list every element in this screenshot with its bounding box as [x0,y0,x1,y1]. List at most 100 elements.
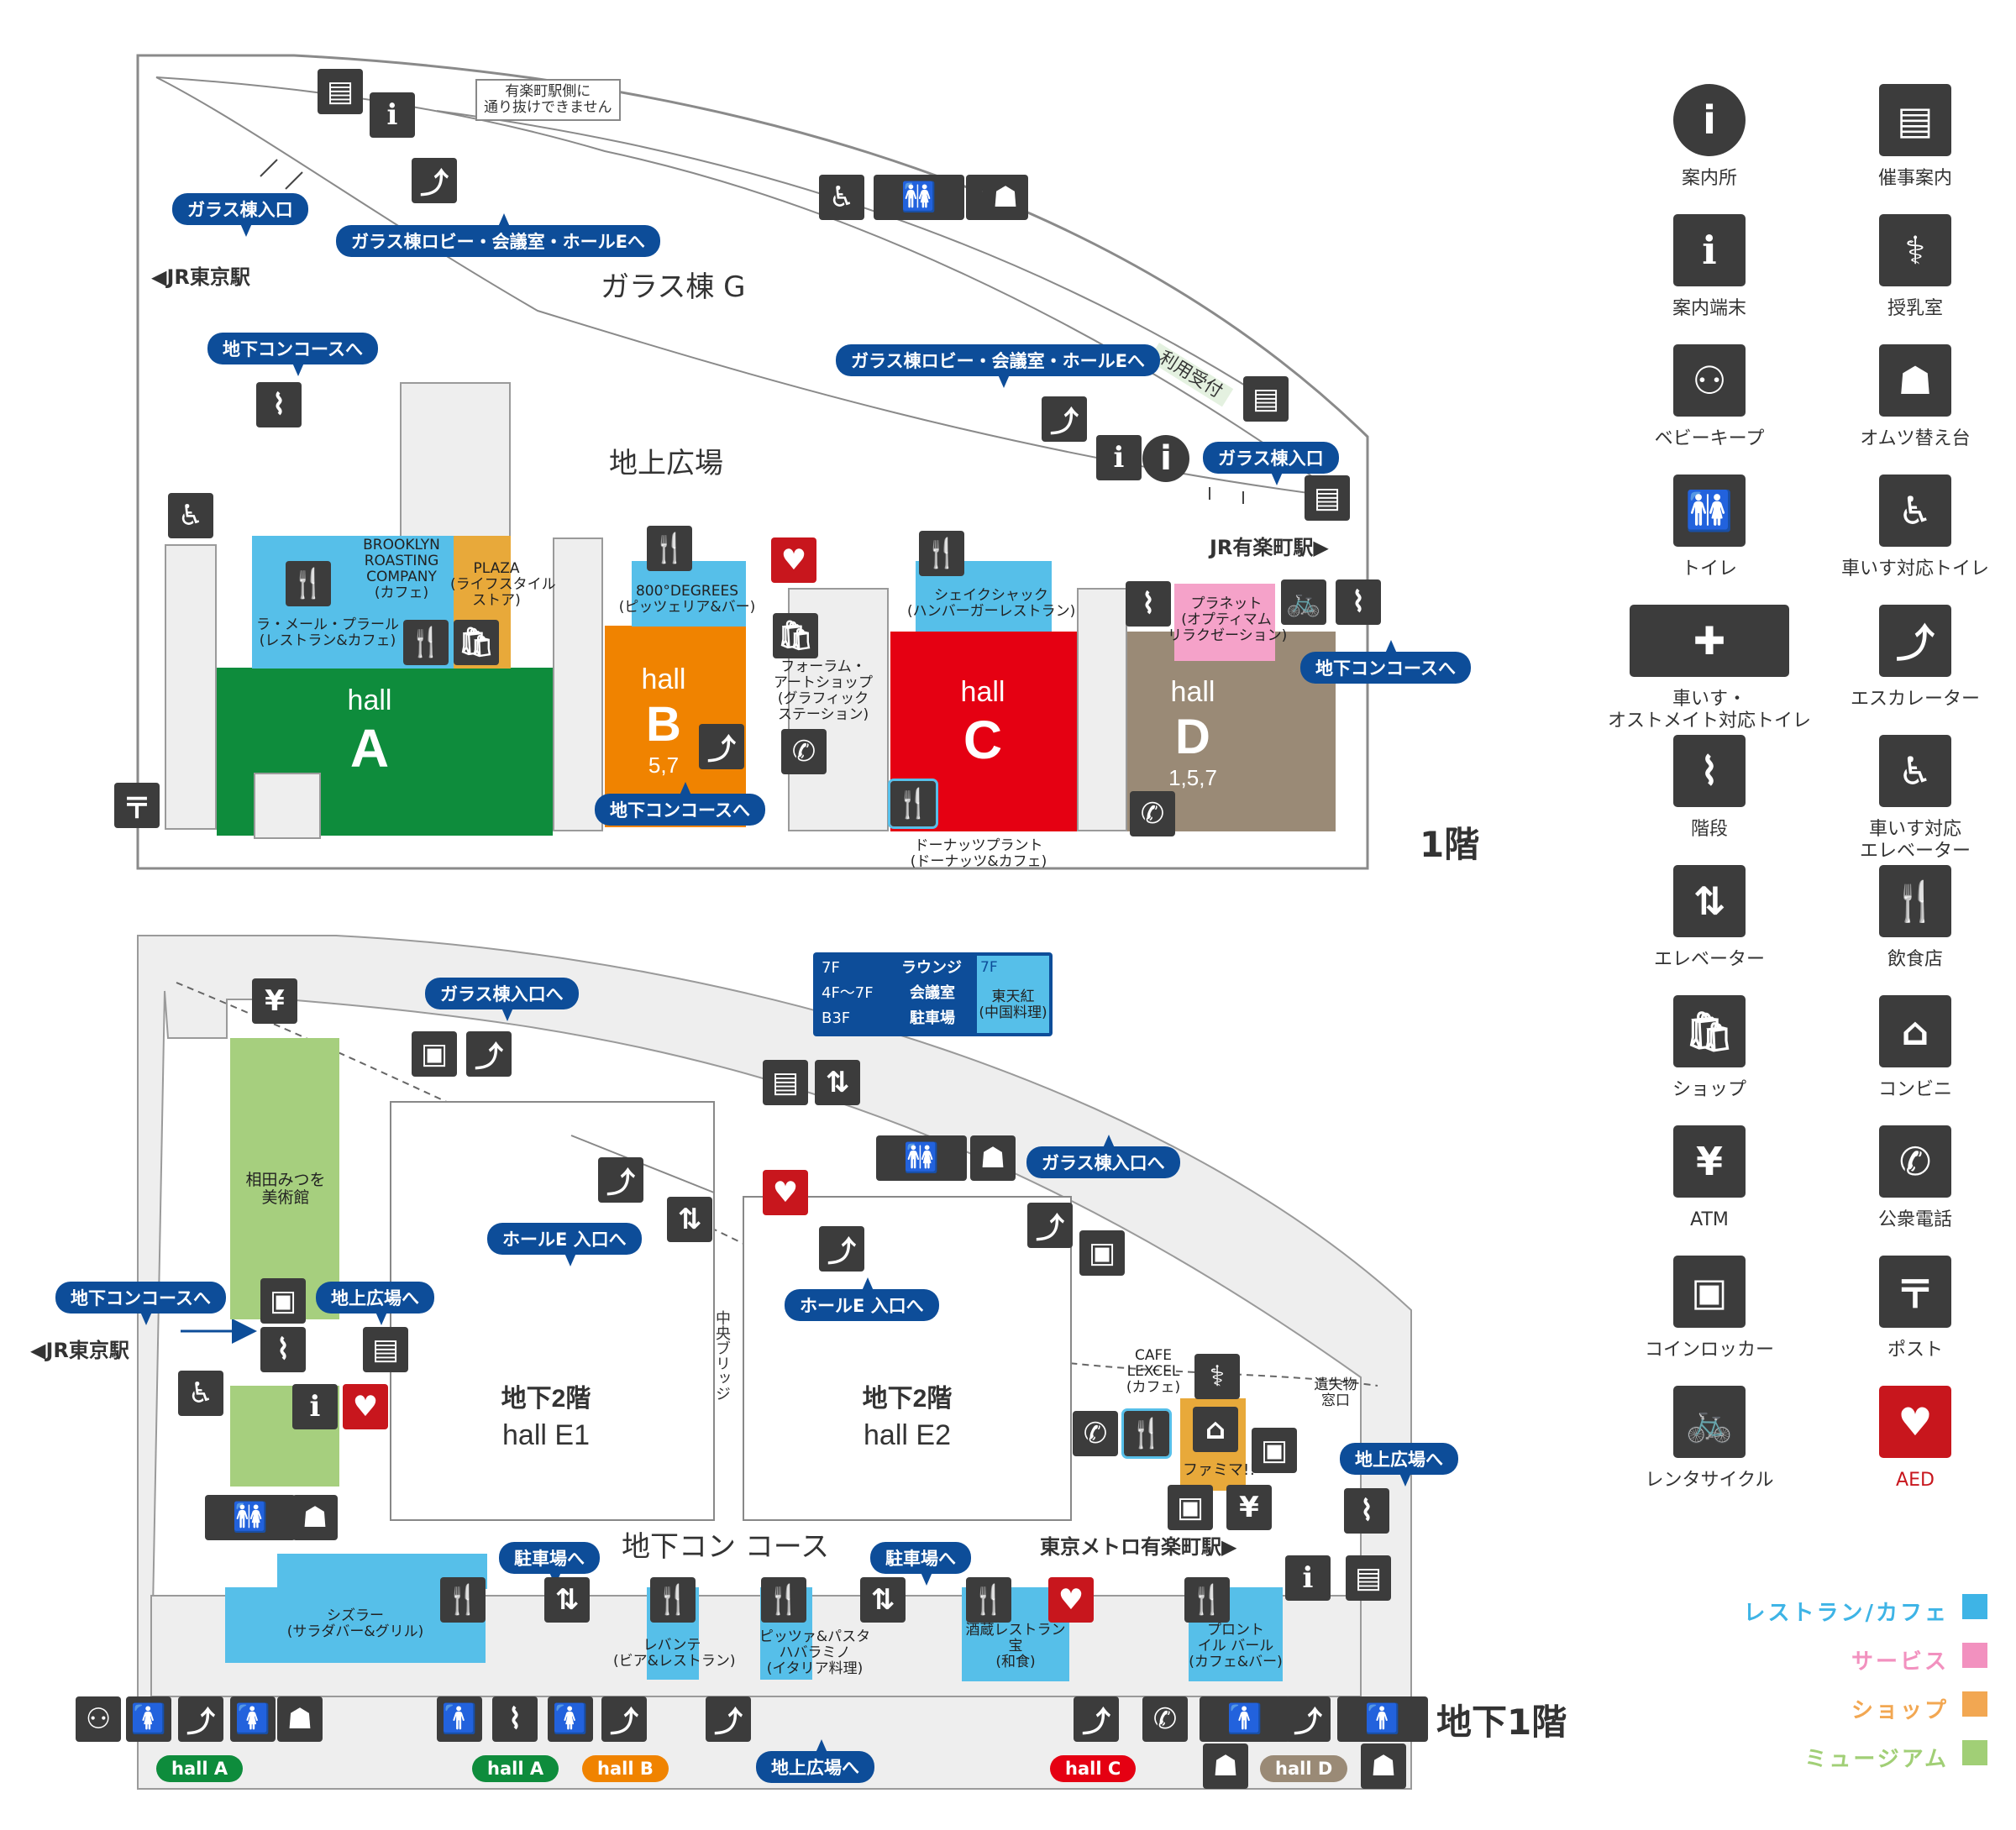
sign-concourse-3[interactable]: 地下コンコースへ [595,782,765,826]
event-board-icon[interactable]: ▤ [763,1060,808,1105]
sign-glass-entrance-b1[interactable]: ガラス棟入口へ [425,978,579,1021]
public-phone-icon[interactable]: ✆ [1130,791,1175,836]
hall-b-pill[interactable]: hall B [582,1755,669,1782]
accessible-toilet-icon[interactable]: 🚻 [205,1495,296,1540]
toilet-icon[interactable]: 🚺 [230,1696,276,1742]
restaurant-icon[interactable]: 🍴 [761,1577,806,1623]
restaurant-icon[interactable]: 🍴 [286,561,331,606]
info-icon[interactable]: i [1142,435,1189,482]
diaper-table-icon[interactable]: ☗ [983,175,1028,220]
hall-d-pill[interactable]: hall D [1260,1755,1348,1782]
sign-parking-1[interactable]: 駐車場へ [499,1542,600,1586]
sign-glass-entrance-b1-2[interactable]: ガラス棟入口へ [1026,1135,1180,1178]
accessible-toilet-icon[interactable]: 🚻 [876,1135,967,1181]
escalator-icon[interactable]: ⤴ [706,1696,751,1742]
coin-locker-icon[interactable]: ▣ [1252,1428,1297,1473]
public-phone-icon[interactable]: ✆ [781,729,827,774]
stairs-icon[interactable]: ⌇ [1126,581,1171,627]
sign-glass-lobby-2[interactable]: ガラス棟ロビー・会議室・ホールEへ [836,344,1160,388]
sign-hall-e[interactable]: ホールE 入口へ [487,1223,642,1266]
accessible-elevator-icon[interactable]: ♿ [819,175,864,220]
escalator-icon[interactable]: ⤴ [699,724,744,769]
aed-icon[interactable]: ♥ [1048,1577,1094,1623]
accessible-toilet-icon[interactable]: 🚹 [1200,1696,1290,1742]
elevator-icon[interactable]: ⇅ [667,1197,712,1242]
restaurant-icon[interactable]: 🍴 [1121,1408,1172,1459]
kiosk-icon[interactable]: ℹ [292,1384,338,1429]
sign-plaza-b1-2[interactable]: 地上広場へ [1340,1443,1458,1487]
escalator-icon[interactable]: ⤴ [819,1226,864,1272]
sign-hall-e-2[interactable]: ホールE 入口へ [785,1277,939,1321]
sign-plaza-b1-3[interactable]: 地上広場へ [756,1739,874,1783]
aed-icon[interactable]: ♥ [763,1170,808,1215]
sign-concourse-1[interactable]: 地下コンコースへ [207,333,378,376]
nursing-room-icon[interactable]: ⚕ [1194,1354,1240,1399]
elevator-icon[interactable]: ⇅ [860,1577,906,1623]
accessible-toilet-icon[interactable]: 🚻 [874,175,964,220]
shop-800degrees[interactable] [632,561,746,627]
event-board-icon[interactable]: ▤ [1243,376,1289,422]
diaper-table-icon[interactable]: ☗ [1203,1743,1248,1789]
restaurant-totenko[interactable]: 7F 東天紅 (中国料理) [977,956,1049,1033]
coin-locker-icon[interactable]: ▣ [1079,1230,1125,1276]
diaper-table-icon[interactable]: ☗ [970,1135,1016,1181]
convenience-store-icon[interactable]: ⌂ [1193,1407,1238,1452]
event-board-icon[interactable]: ▤ [318,69,363,114]
stairs-icon[interactable]: ⌇ [1336,579,1381,625]
public-phone-icon[interactable]: ✆ [1073,1411,1118,1456]
escalator-icon[interactable]: ⤴ [412,158,457,203]
escalator-icon[interactable]: ⤴ [178,1696,223,1742]
atm-icon[interactable]: ¥ [1226,1485,1272,1530]
restaurant-icon[interactable]: 🍴 [919,531,964,576]
atm-icon[interactable]: ¥ [252,978,297,1024]
shop-icon[interactable]: 🛍 [454,620,499,665]
sign-plaza-b1[interactable]: 地上広場へ [316,1282,434,1325]
restaurant-icon[interactable]: 🍴 [888,779,938,829]
escalator-icon[interactable]: ⤴ [466,1031,512,1077]
accessible-toilet-icon[interactable]: 🚹 [1337,1696,1428,1742]
diaper-table-icon[interactable]: ☗ [1361,1743,1406,1789]
stairs-icon[interactable]: ⌇ [256,382,302,427]
escalator-icon[interactable]: ⤴ [1074,1696,1119,1742]
escalator-icon[interactable]: ⤴ [1285,1696,1331,1742]
restaurant-icon[interactable]: 🍴 [650,1577,696,1623]
escalator-icon[interactable]: ⤴ [1042,396,1087,442]
sign-parking-2[interactable]: 駐車場へ [870,1542,971,1586]
coin-locker-icon[interactable]: ▣ [260,1278,306,1324]
event-board-icon[interactable]: ▤ [1305,475,1350,521]
restaurant-icon[interactable]: 🍴 [401,617,451,668]
rental-bicycle-icon[interactable]: 🚲 [1281,579,1326,625]
escalator-icon[interactable]: ⤴ [598,1157,643,1203]
accessible-elevator-icon[interactable]: ♿ [178,1371,223,1416]
toilet-icon[interactable]: 🚹 [437,1696,482,1742]
shop-pronto[interactable]: プロント イル バール (カフェ&バー) [1189,1587,1283,1681]
sign-concourse-b1[interactable]: 地下コンコースへ [55,1282,226,1325]
stairs-icon[interactable]: ⌇ [260,1327,306,1372]
event-board-icon[interactable]: ▤ [363,1327,408,1372]
shop-planet[interactable] [1174,584,1275,661]
sign-glass-entrance-2[interactable]: ガラス棟入口 [1203,442,1339,485]
toilet-icon[interactable]: 🚺 [126,1696,171,1742]
accessible-elevator-icon[interactable]: ♿ [168,493,213,538]
escalator-icon[interactable]: ⤴ [1027,1203,1073,1248]
stairs-icon[interactable]: ⌇ [492,1696,538,1742]
sign-concourse-2[interactable]: 地下コンコースへ [1300,640,1471,684]
elevator-icon[interactable]: ⇅ [815,1060,860,1105]
coin-locker-icon[interactable]: ▣ [412,1031,457,1077]
escalator-icon[interactable]: ⤴ [601,1696,647,1742]
kiosk-icon[interactable]: ℹ [370,92,415,138]
kiosk-icon[interactable]: ℹ [1285,1555,1331,1601]
baby-keep-icon[interactable]: ⚇ [76,1696,121,1742]
coin-locker-icon[interactable]: ▣ [1168,1485,1213,1530]
aed-icon[interactable]: ♥ [771,537,816,583]
museum-area[interactable] [230,1038,339,1319]
diaper-table-icon[interactable]: ☗ [277,1696,323,1742]
restaurant-icon[interactable]: 🍴 [647,526,692,571]
elevator-icon[interactable]: ⇅ [544,1577,590,1623]
toilet-icon[interactable]: 🚺 [548,1696,593,1742]
post-box-icon[interactable]: 〒 [114,783,160,828]
sign-glass-lobby-1[interactable]: ガラス棟ロビー・会議室・ホールEへ [336,213,660,257]
sign-glass-entrance-1[interactable]: ガラス棟入口 [172,193,308,237]
hall-a-pill[interactable]: hall A [156,1755,244,1782]
restaurant-icon[interactable]: 🍴 [440,1577,486,1623]
